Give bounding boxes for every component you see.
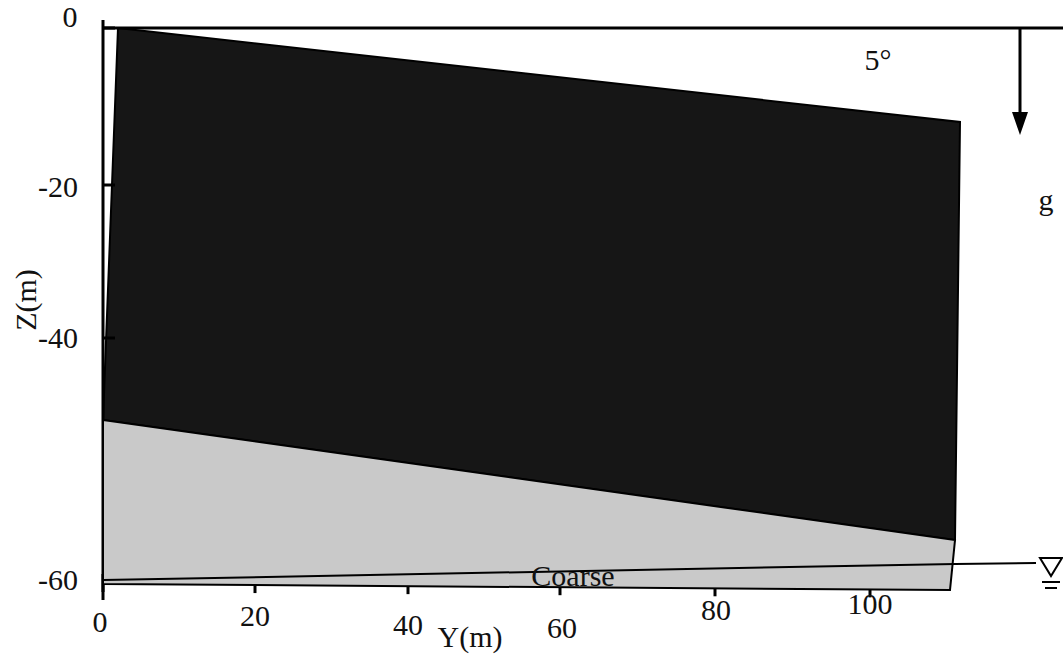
tick: [103, 27, 115, 30]
axis-tick-label: 0: [93, 607, 108, 637]
water-table-symbol: [1040, 558, 1062, 576]
angle-label: 5°: [865, 45, 892, 75]
axis-title: Y(m): [438, 622, 503, 652]
coarse-layer: Coarse: [103, 418, 963, 596]
gravity-label: g: [1039, 185, 1054, 215]
water-table-line: [955, 563, 1036, 564]
axis-tick-label: 0: [63, 2, 78, 32]
axis-tick-label: -40: [38, 323, 78, 353]
axis-tick-label: -60: [38, 565, 78, 595]
layer-label: Coarse: [531, 561, 614, 591]
tick: [103, 184, 115, 187]
axis-tick-label: 80: [701, 595, 731, 625]
axis-tick-label: -20: [38, 172, 78, 202]
horizontal-reference: [103, 27, 1063, 30]
axis-tick-label: 60: [547, 613, 577, 643]
axis-title: Z(m): [11, 269, 41, 331]
axis-tick-label: 20: [240, 601, 270, 631]
axis-tick-label: 100: [848, 589, 893, 619]
arrowhead: [1012, 112, 1028, 135]
water-table-symbol: [1042, 581, 1060, 583]
axis-tick-label: 40: [393, 610, 423, 640]
tick: [103, 337, 115, 340]
gravity-arrow: [1019, 28, 1022, 118]
water-table-symbol: [1045, 587, 1057, 589]
